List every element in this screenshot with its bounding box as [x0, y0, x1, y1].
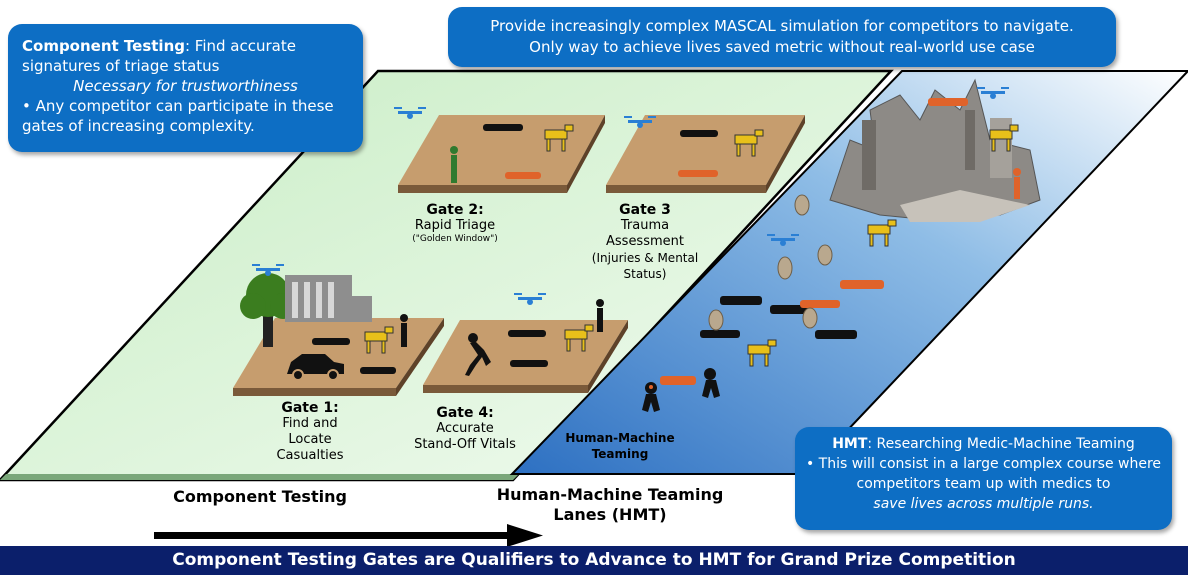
component-testing-callout-text: : Find accurate signatures of triage sta…: [22, 37, 296, 75]
hmt-lanes-label: Human-Machine Teaming Lanes (HMT): [470, 485, 750, 525]
gate1-label: Gate 1: Find and Locate Casualties: [245, 400, 375, 464]
component-testing-plane-edge: [0, 474, 519, 480]
gate4-label: Gate 4: Accurate Stand-Off Vitals: [395, 405, 535, 453]
building-icon: [285, 275, 372, 322]
hmt-callout-title: HMT: [832, 436, 868, 452]
component-testing-callout-bullet: • Any competitor can participate in thes…: [22, 97, 334, 135]
gate4-line1: Accurate: [436, 421, 494, 436]
footer-banner: Component Testing Gates are Qualifiers t…: [0, 546, 1188, 575]
runner-icon: [465, 333, 491, 376]
medic-icon: [642, 368, 720, 412]
hmt-plane-label: Human-Machine Teaming: [555, 430, 685, 462]
gate1-line2: Locate: [288, 432, 332, 447]
hmt-callout-bullet: • This will consist in a large complex c…: [805, 456, 1162, 492]
component-testing-callout-note: Necessary for trustworthiness: [73, 77, 298, 95]
gate3-line3: (Injuries & Mental: [591, 251, 699, 265]
gate2-label: Gate 2: Rapid Triage ("Golden Window"): [385, 202, 525, 244]
rock-icon: [708, 194, 833, 331]
mascal-callout-line1: Provide increasingly complex MASCAL simu…: [490, 17, 1074, 35]
gate2-line1: Rapid Triage: [414, 218, 496, 233]
car-icon: [287, 354, 344, 381]
gate4-title: Gate 4:: [436, 405, 494, 421]
gate2-title: Gate 2:: [426, 202, 484, 218]
component-testing-callout-title: Component Testing: [22, 37, 185, 55]
drone-icon: [252, 87, 1009, 305]
gate1-title: Gate 1:: [281, 400, 339, 416]
hmt-plane-label-line1: Human-Machine: [565, 431, 675, 445]
gate3-label: Gate 3 Trauma Assessment (Injuries & Men…: [575, 202, 715, 282]
gate2-note: ("Golden Window"): [412, 234, 498, 244]
hmt-callout: HMT: Researching Medic-Machine Teaming •…: [795, 427, 1172, 530]
mascal-callout-line2: Only way to achieve lives saved metric w…: [529, 38, 1035, 56]
gate3-line1: Trauma: [620, 218, 670, 233]
casualty-icon: [312, 98, 968, 385]
hmt-lanes-label-line1: Human-Machine Teaming: [496, 485, 724, 504]
component-testing-callout: Component Testing: Find accurate signatu…: [8, 24, 363, 152]
hmt-callout-text: : Researching Medic-Machine Teaming: [867, 436, 1135, 452]
ruined-buildings-icon: [829, 78, 1041, 222]
mascal-callout: Provide increasingly complex MASCAL simu…: [448, 7, 1116, 67]
hmt-callout-emphasis: save lives across multiple runs.: [873, 496, 1094, 512]
progression-arrow: [154, 524, 543, 547]
hmt-lanes-label-line2: Lanes (HMT): [553, 505, 667, 524]
gate1-line3: Casualties: [276, 448, 344, 463]
gate3-line2: Assessment: [606, 234, 684, 249]
gate4-line2: Stand-Off Vitals: [414, 437, 516, 452]
robot-dog-icon: [364, 124, 1019, 367]
gate1-line1: Find and: [282, 416, 338, 431]
person-icon: [400, 146, 1021, 347]
gate3-line4: Status): [623, 267, 667, 281]
hmt-plane-label-line2: Teaming: [591, 447, 649, 461]
component-testing-label: Component Testing: [173, 487, 347, 506]
gate3-title: Gate 3: [619, 202, 671, 218]
